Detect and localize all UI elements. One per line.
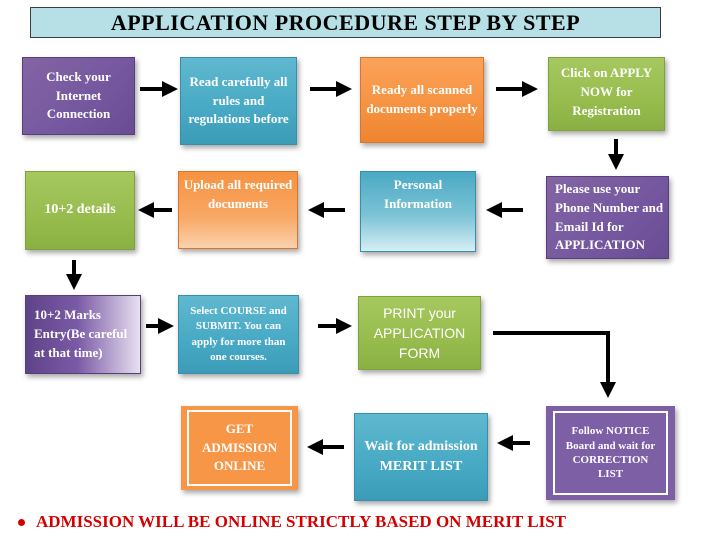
step-12th-details: 10+2 details (25, 171, 135, 250)
step-use-phone-email: Please use your Phone Number and Email I… (546, 176, 669, 259)
footer-note: ADMISSION WILL BE ONLINE STRICTLY BASED … (18, 510, 718, 534)
step-12th-marks-entry: 10+2 Marks Entry(Be careful at that time… (25, 295, 141, 374)
step-personal-information: Personal Information (360, 171, 476, 252)
step-follow-notice: Follow NOTICE Board and wait for CORRECT… (546, 406, 675, 500)
step-upload-documents: Upload all required documents (178, 171, 298, 249)
step-get-admission: GET ADMISSION ONLINE (181, 406, 298, 490)
step-click-apply: Click on APPLY NOW for Registration (548, 57, 665, 131)
bullet-icon (18, 518, 25, 526)
step-print-form: PRINT your APPLICATION FORM (358, 296, 481, 370)
step-check-internet: Check your Internet Connection (22, 57, 135, 135)
step-select-course: Select COURSE and SUBMIT. You can apply … (178, 295, 299, 374)
footer-text: ADMISSION WILL BE ONLINE STRICTLY BASED … (36, 512, 567, 531)
arrow-11-to-12 (493, 331, 616, 398)
step-read-rules: Read carefully all rules and regulations… (180, 57, 297, 145)
step-ready-documents: Ready all scanned documents properly (360, 57, 484, 143)
step-get-admission-label: GET ADMISSION ONLINE (201, 420, 278, 474)
step-follow-notice-label: Follow NOTICE Board and wait for CORRECT… (565, 425, 656, 481)
page-title: APPLICATION PROCEDURE STEP BY STEP (30, 7, 661, 38)
step-wait-merit-list: Wait for admission MERIT LIST (354, 413, 488, 501)
